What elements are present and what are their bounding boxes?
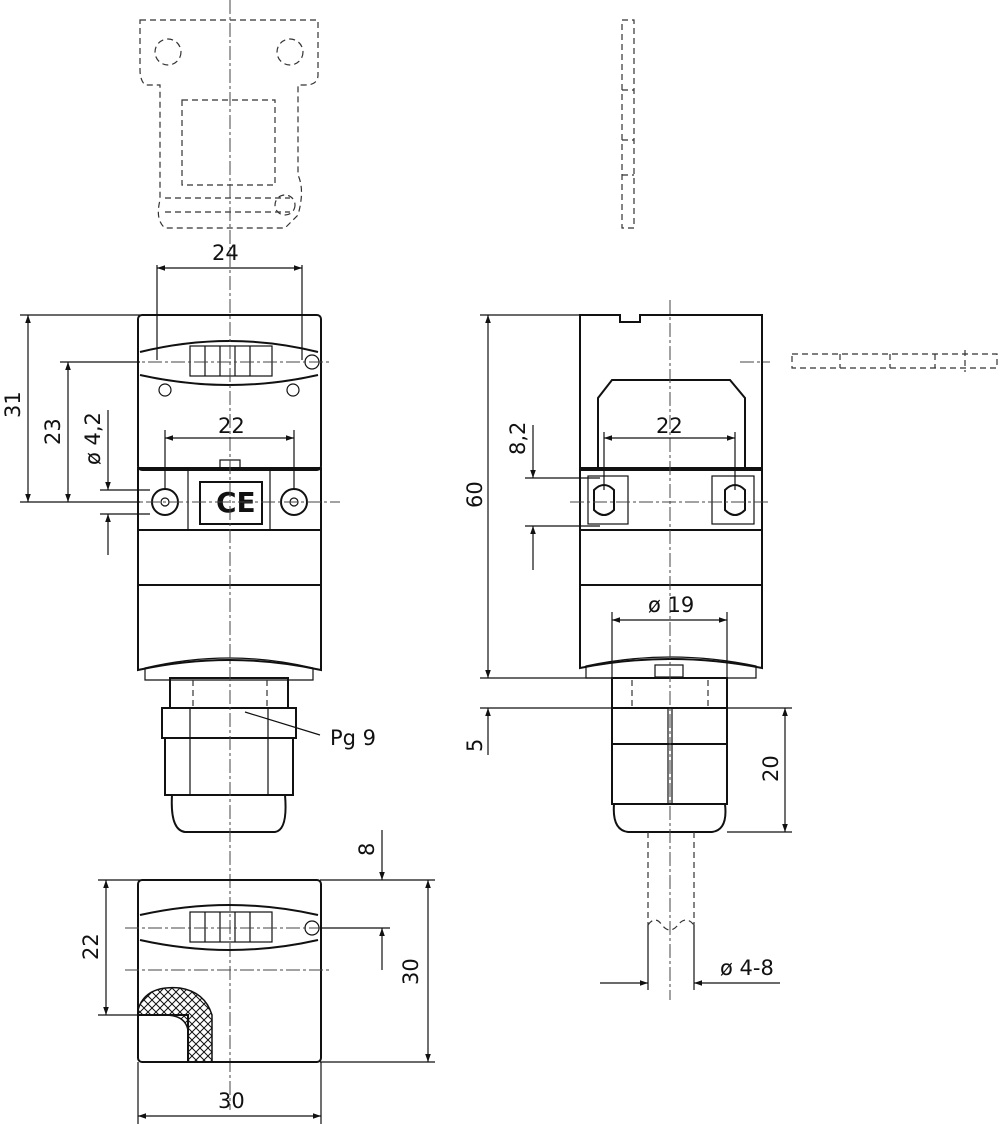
dim-side-neck-length: 5 <box>463 739 487 752</box>
dim-top-height: 30 <box>399 958 423 985</box>
front-switch-body <box>137 314 322 833</box>
dim-front-hole-height: 23 <box>41 418 65 445</box>
front-actuator-outline <box>139 19 319 229</box>
top-view-center-lines <box>125 927 330 971</box>
dim-top-offset: 8 <box>355 843 379 856</box>
dimension-lines <box>20 265 792 1124</box>
top-view-body <box>137 879 322 1063</box>
dim-front-top-width: 24 <box>212 241 239 265</box>
side-switch-body <box>579 314 763 931</box>
dim-side-neck-dia: ø 19 <box>648 593 694 617</box>
dim-side-hole-slot: 8,2 <box>506 422 530 455</box>
dim-front-hole-spacing: 22 <box>218 414 245 438</box>
side-center-lines <box>570 300 770 1000</box>
dim-side-hole-spacing: 22 <box>656 414 683 438</box>
dim-gland-thread: Pg 9 <box>330 726 376 750</box>
dim-top-depth: 22 <box>79 933 103 960</box>
dim-front-height: 31 <box>1 391 25 418</box>
dim-front-hole-dia: ø 4,2 <box>81 412 105 465</box>
side-actuator-outline <box>621 19 998 372</box>
dim-side-height: 60 <box>463 481 487 508</box>
dim-cable-dia: ø 4-8 <box>720 956 774 980</box>
dim-side-gland-length: 20 <box>759 755 783 782</box>
dim-top-width: 30 <box>218 1089 245 1113</box>
